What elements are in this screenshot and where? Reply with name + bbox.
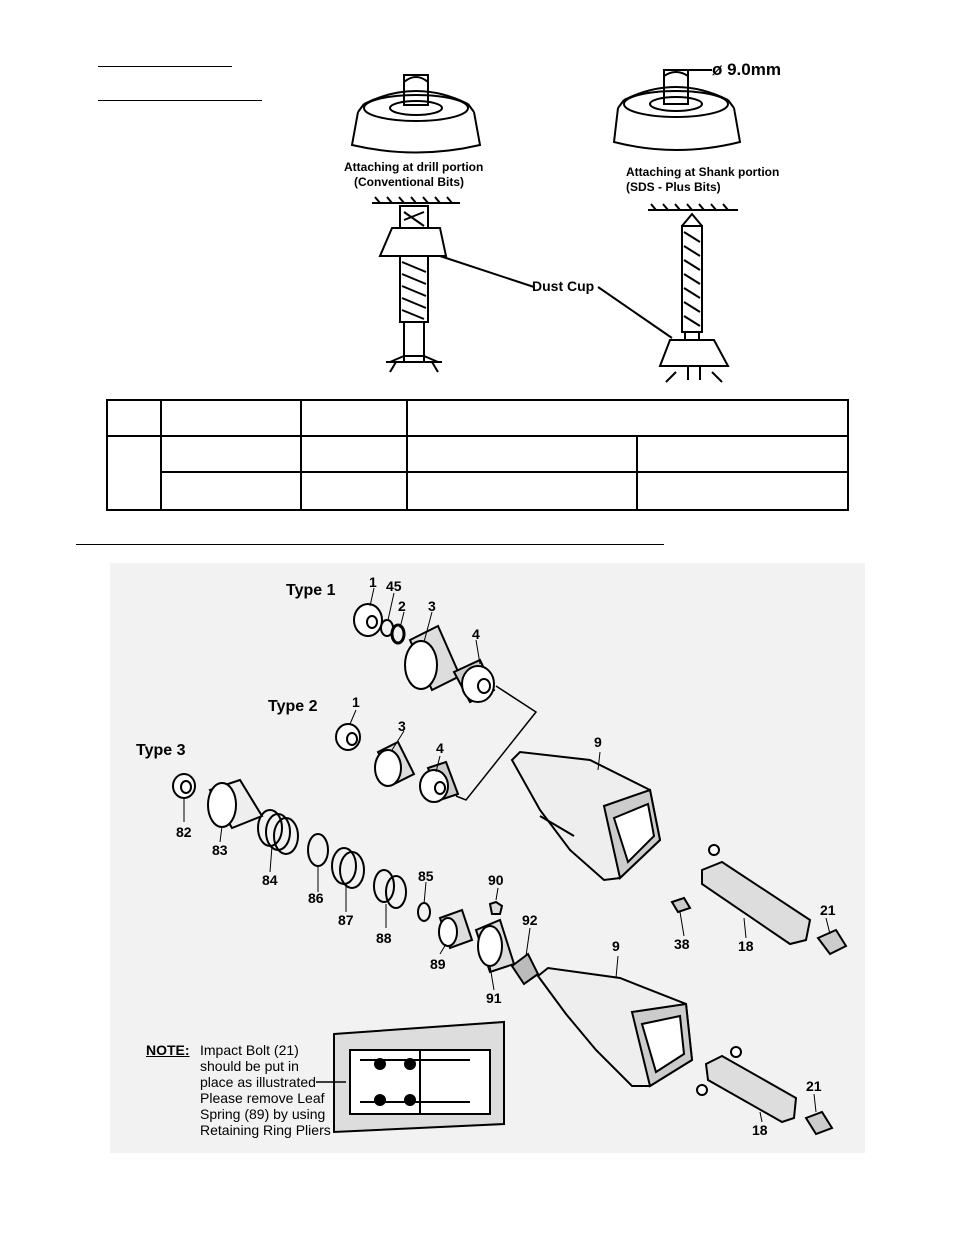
part-number: 9 xyxy=(594,734,602,750)
housing-upper xyxy=(510,750,662,882)
table-cell xyxy=(636,435,849,473)
caption-shank-line2: (SDS - Plus Bits) xyxy=(626,180,721,194)
part-number: 21 xyxy=(806,1078,822,1094)
part-number: 85 xyxy=(418,868,434,884)
type1-parts xyxy=(353,603,496,704)
table-cell xyxy=(636,471,849,511)
caption-drill-portion: Attaching at drill portion (Conventional… xyxy=(344,160,483,190)
part-number: 91 xyxy=(486,990,502,1006)
lower-shaft-assembly xyxy=(696,1046,834,1136)
part-number: 90 xyxy=(488,872,504,888)
type3-parts xyxy=(172,773,540,986)
type2-label: Type 2 xyxy=(268,698,318,715)
part-number: 4 xyxy=(436,740,444,756)
note-line: Spring (89) by using xyxy=(200,1106,326,1122)
left-drill-assembly xyxy=(372,196,460,373)
note-line: Retaining Ring Pliers xyxy=(200,1122,331,1138)
part-number: 45 xyxy=(386,578,402,594)
table-cell xyxy=(106,435,162,511)
part-number: 38 xyxy=(674,936,690,952)
table-cell xyxy=(406,435,638,473)
caption-shank-line1: Attaching at Shank portion xyxy=(626,165,780,179)
part-number: 2 xyxy=(398,598,406,614)
part-number: 87 xyxy=(338,912,354,928)
note-heading: NOTE: xyxy=(146,1042,190,1058)
caption-drill-line2: (Conventional Bits) xyxy=(354,175,464,189)
part-number: 1 xyxy=(352,694,360,710)
table-cell xyxy=(300,471,408,511)
part-number: 18 xyxy=(752,1122,768,1138)
note-line: Please remove Leaf xyxy=(200,1090,325,1106)
type1-label: Type 1 xyxy=(286,582,336,599)
dust-cup-leader-left xyxy=(439,255,535,288)
dust-cup-label: Dust Cup xyxy=(532,278,595,294)
header-underline-2 xyxy=(98,100,262,101)
part-number: 9 xyxy=(612,938,620,954)
table-cell xyxy=(106,399,162,437)
table-cell xyxy=(300,399,408,437)
header-underline-1 xyxy=(98,66,232,67)
right-drill-assembly xyxy=(648,203,738,383)
note-line: place as illustrated xyxy=(200,1074,316,1090)
note-line: Impact Bolt (21) xyxy=(200,1042,299,1058)
caption-drill-line1: Attaching at drill portion xyxy=(344,160,484,174)
note-line: should be put in xyxy=(200,1058,299,1074)
cross-section-inset xyxy=(316,1020,505,1134)
part-number: 21 xyxy=(820,902,836,918)
part-number: 92 xyxy=(522,912,538,928)
table-cell xyxy=(160,399,302,437)
part-number: 89 xyxy=(430,956,446,972)
table-cell xyxy=(406,471,638,511)
part-number: 1 xyxy=(369,574,377,590)
table-cell xyxy=(160,471,302,511)
right-dust-cup-top-view xyxy=(612,69,742,151)
part-number: 18 xyxy=(738,938,754,954)
dust-cup-illustration xyxy=(350,69,742,383)
type2-parts xyxy=(335,723,460,803)
upper-shaft-assembly xyxy=(670,844,848,956)
dust-cup-leader-right xyxy=(597,286,673,339)
shank-diameter-label: ø 9.0mm xyxy=(712,60,781,79)
part-number: 86 xyxy=(308,890,324,906)
left-dust-cup-top-view xyxy=(350,74,482,154)
part-number: 3 xyxy=(398,718,406,734)
table-cell xyxy=(300,435,408,473)
part-number: 3 xyxy=(428,598,436,614)
spec-table xyxy=(106,399,849,511)
section-divider xyxy=(76,544,664,545)
part-number: 84 xyxy=(262,872,278,888)
table-cell xyxy=(406,399,849,437)
part-number: 4 xyxy=(472,626,480,642)
part-number: 83 xyxy=(212,842,228,858)
type3-label: Type 3 xyxy=(136,742,186,759)
part-number: 88 xyxy=(376,930,392,946)
caption-shank-portion: Attaching at Shank portion (SDS - Plus B… xyxy=(626,165,779,195)
part-number: 82 xyxy=(176,824,192,840)
note-text: Impact Bolt (21) should be put in place … xyxy=(200,1042,331,1138)
table-cell xyxy=(160,435,302,473)
housing-lower xyxy=(536,966,694,1088)
